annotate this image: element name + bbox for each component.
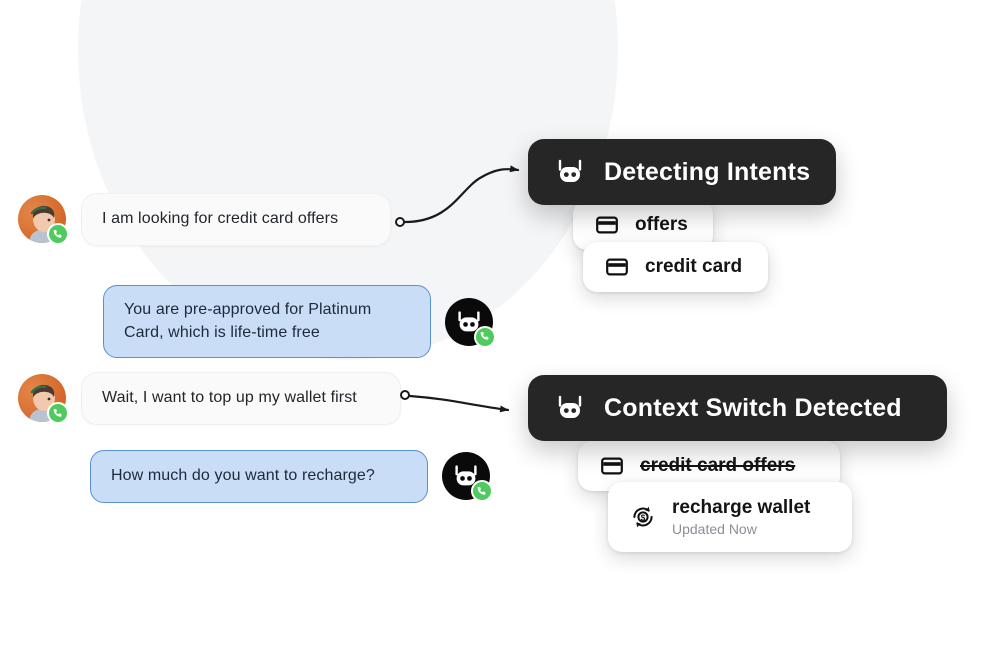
message-text: I am looking for credit card offers xyxy=(102,210,339,227)
message-text: You are pre-approved for Platinum Card, … xyxy=(124,301,372,341)
message-bubble-bot-1: You are pre-approved for Platinum Card, … xyxy=(103,285,431,359)
panel-detecting-intents: Detecting Intents xyxy=(528,139,836,205)
connector-msg3-to-context-switch xyxy=(400,390,510,413)
message-bubble-user-1: I am looking for credit card offers xyxy=(81,193,391,246)
avatar-bot-2[interactable] xyxy=(442,452,493,503)
credit-card-icon xyxy=(606,258,628,276)
chip-sub-label: Updated Now xyxy=(672,521,757,537)
svg-text:$: $ xyxy=(641,513,646,522)
panel-context-switch-detected: Context Switch Detected xyxy=(528,375,947,441)
bot-icon xyxy=(558,395,582,418)
bot-icon xyxy=(558,159,582,182)
intent-chip-offers[interactable]: offers xyxy=(573,200,713,250)
chip-label: offers xyxy=(635,214,688,235)
intent-chip-credit-card[interactable]: credit card xyxy=(583,242,768,292)
whatsapp-phone-icon xyxy=(47,223,69,246)
credit-card-icon xyxy=(601,457,623,475)
avatar-user-2[interactable] xyxy=(18,374,69,425)
intent-chip-recharge-wallet[interactable]: $ recharge wallet Updated Now xyxy=(608,482,852,552)
chat-row-bot-1: You are pre-approved for Platinum Card, … xyxy=(103,285,496,359)
chip-label-struck: credit card offers xyxy=(640,455,796,476)
chat-row-bot-2: How much do you want to recharge? xyxy=(90,450,493,503)
avatar-user-1[interactable] xyxy=(18,195,69,246)
credit-card-icon xyxy=(596,216,618,234)
chip-label: credit card xyxy=(645,256,743,277)
message-text: How much do you want to recharge? xyxy=(111,467,375,484)
chip-label: recharge wallet xyxy=(672,497,811,518)
whatsapp-phone-icon xyxy=(471,480,493,503)
whatsapp-phone-icon xyxy=(474,325,496,348)
panel-title: Detecting Intents xyxy=(604,157,811,186)
recharge-money-icon: $ xyxy=(633,506,653,528)
message-bubble-bot-2: How much do you want to recharge? xyxy=(90,450,428,503)
whatsapp-phone-icon xyxy=(47,402,69,425)
chip-text-group: recharge wallet Updated Now xyxy=(672,497,810,537)
chat-row-user-2: Wait, I want to top up my wallet first xyxy=(18,372,401,425)
avatar-bot-1[interactable] xyxy=(445,297,496,348)
user-avatar-icon xyxy=(18,374,66,423)
panel-title: Context Switch Detected xyxy=(604,393,902,422)
chat-row-user-1: I am looking for credit card offers xyxy=(18,193,391,246)
message-bubble-user-2: Wait, I want to top up my wallet first xyxy=(81,372,401,425)
message-text: Wait, I want to top up my wallet first xyxy=(102,389,357,406)
